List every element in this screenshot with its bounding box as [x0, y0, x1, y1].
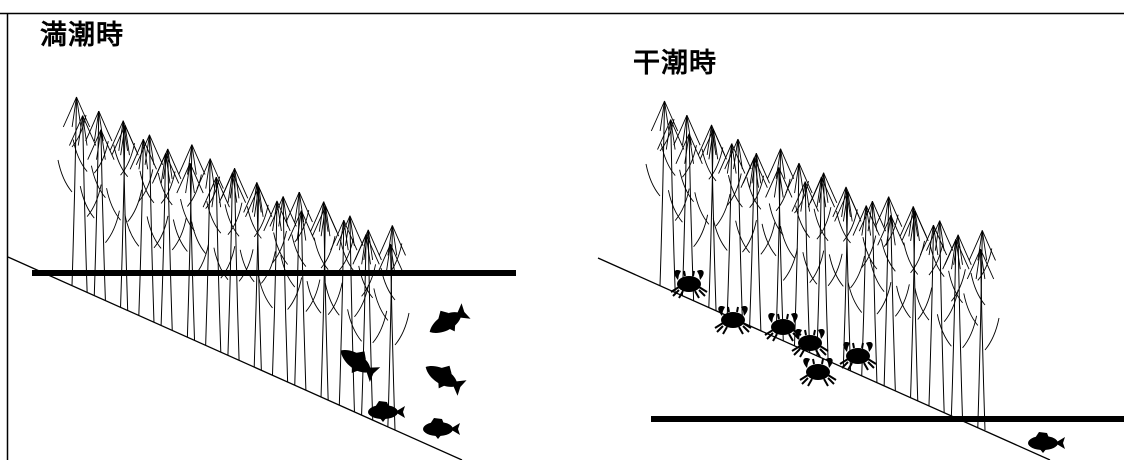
reed-icon [336, 215, 369, 412]
reed-icon [287, 210, 321, 391]
reed-icon [724, 138, 757, 323]
goby-icon [368, 401, 405, 422]
reed-icon [79, 110, 113, 296]
low-tide-reeds [645, 100, 1000, 431]
reed-icon [899, 206, 933, 401]
reed-icon [963, 230, 996, 428]
reed-icon [966, 248, 1000, 431]
goby-icon [423, 418, 460, 439]
low-tide-water-line [651, 416, 1124, 422]
crab-icon [670, 269, 708, 299]
reed-icon [124, 139, 157, 316]
reed-icon [944, 234, 978, 421]
reed-icon [936, 239, 970, 416]
reed-icon [877, 215, 910, 391]
fish-icon [419, 355, 469, 399]
high-tide-water-line [32, 270, 516, 276]
crab-icon [714, 305, 752, 335]
reed-icon [373, 225, 406, 427]
reed-icon [310, 201, 343, 401]
reed-icon [809, 172, 843, 361]
reed-icon [109, 120, 143, 311]
reed-icon [858, 200, 892, 383]
crab-icon [799, 357, 837, 387]
fish-icon [423, 299, 473, 343]
reed-icon [202, 176, 236, 353]
reed-icon [87, 129, 120, 301]
high-tide-reeds [57, 96, 410, 431]
reed-icon [914, 224, 948, 406]
reed-icon [243, 182, 276, 371]
reed-icon [269, 196, 303, 383]
reed-icon [239, 186, 273, 368]
reed-icon [780, 162, 813, 346]
reed-icon [347, 234, 380, 416]
reed-icon [220, 168, 254, 361]
goby-icon [1028, 432, 1065, 453]
reed-icon [869, 196, 903, 386]
low-tide-label: 干潮時 [633, 48, 717, 79]
reed-icon [896, 210, 929, 398]
reed-icon [280, 191, 313, 386]
reed-icon [697, 124, 731, 311]
low-tide-slope [597, 257, 1051, 460]
reed-icon [57, 96, 91, 286]
reed-icon [354, 229, 388, 421]
crab-icon [839, 341, 877, 371]
reed-icon [832, 186, 865, 371]
reed-icon [742, 153, 776, 331]
reed-icon [154, 148, 187, 331]
high-tide-label: 満潮時 [40, 20, 124, 51]
reed-icon [645, 100, 679, 286]
high-tide-slope [7, 256, 463, 460]
reed-icon [191, 158, 224, 346]
